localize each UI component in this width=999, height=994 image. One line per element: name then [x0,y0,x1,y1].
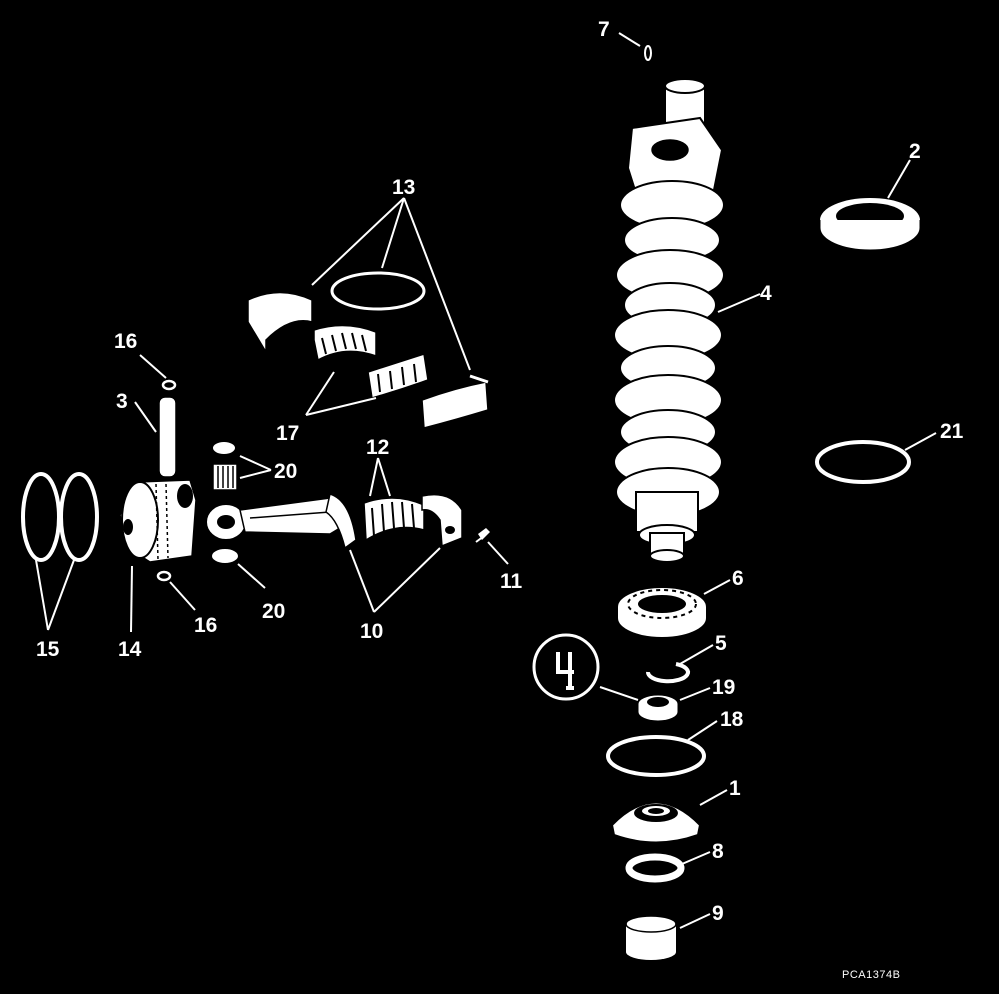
part-12-rod-needle-bearing [363,497,425,542]
part-9-sleeve [625,915,677,960]
callout-16-bottom: 16 [194,614,217,637]
callout-10: 10 [360,620,383,643]
callout-11: 11 [500,570,523,593]
part-7-dowel-pin [644,45,652,61]
callout-19: 19 [712,676,735,699]
callout-6: 6 [732,567,744,590]
callout-7: 7 [598,18,610,41]
connecting-rod [205,493,357,550]
callout-16-top: 16 [114,330,137,353]
callout-4: 4 [760,282,772,305]
leader-lines [35,32,937,929]
part-21-o-ring [815,440,911,484]
callout-8: 8 [712,840,724,863]
part-2-seal [819,198,921,251]
part-20-washer-top [211,440,237,456]
part-11-rod-screw [475,528,490,543]
part-15-piston-ring-2 [59,472,99,562]
part-17-needle-bearing-left [313,324,377,362]
part-20-needle-bearing [212,463,238,491]
callout-2: 2 [909,140,921,163]
callout-labels: 7 2 4 21 6 5 19 18 1 8 9 13 17 12 10 11 … [36,18,964,925]
callout-13: 13 [392,176,415,199]
part-16-retaining-clip-bottom [156,570,172,582]
callout-20-bottom: 20 [262,600,285,623]
callout-21: 21 [940,420,964,443]
part-13-main-bearing-shell-right [421,374,489,429]
part-20-washer-bottom [210,547,240,565]
callout-3: 3 [116,390,128,413]
part-13-main-bearing-shell-left [247,291,313,355]
part-16-retaining-clip-top [161,379,177,391]
part-6-ball-bearing [616,586,708,639]
part-17-needle-bearing-right [367,353,429,399]
callout-14: 14 [118,638,142,661]
callout-17: 17 [276,422,299,445]
part-5-retaining-ring [646,662,690,684]
callout-18: 18 [720,708,744,731]
callout-20-top: 20 [274,460,297,483]
part-15-piston-ring-1 [21,472,61,562]
callout-12: 12 [366,436,389,459]
callout-1: 1 [729,777,741,800]
callout-15: 15 [36,638,60,661]
callout-9: 9 [712,902,724,925]
drawing-code: PCA1374B [842,969,900,981]
part-19-seal [637,694,679,722]
part-1-bearing-housing [610,801,702,844]
part-14-piston [119,479,197,563]
part-13-bearing-ring [330,271,426,311]
part-8-seal [625,853,685,883]
inset-detail-symbol [532,633,600,701]
part-18-o-ring [606,735,706,777]
part-10-rod-cap [421,493,463,548]
part-3-wrist-pin [158,396,177,478]
callout-5: 5 [715,632,727,655]
crankshaft [613,78,725,563]
